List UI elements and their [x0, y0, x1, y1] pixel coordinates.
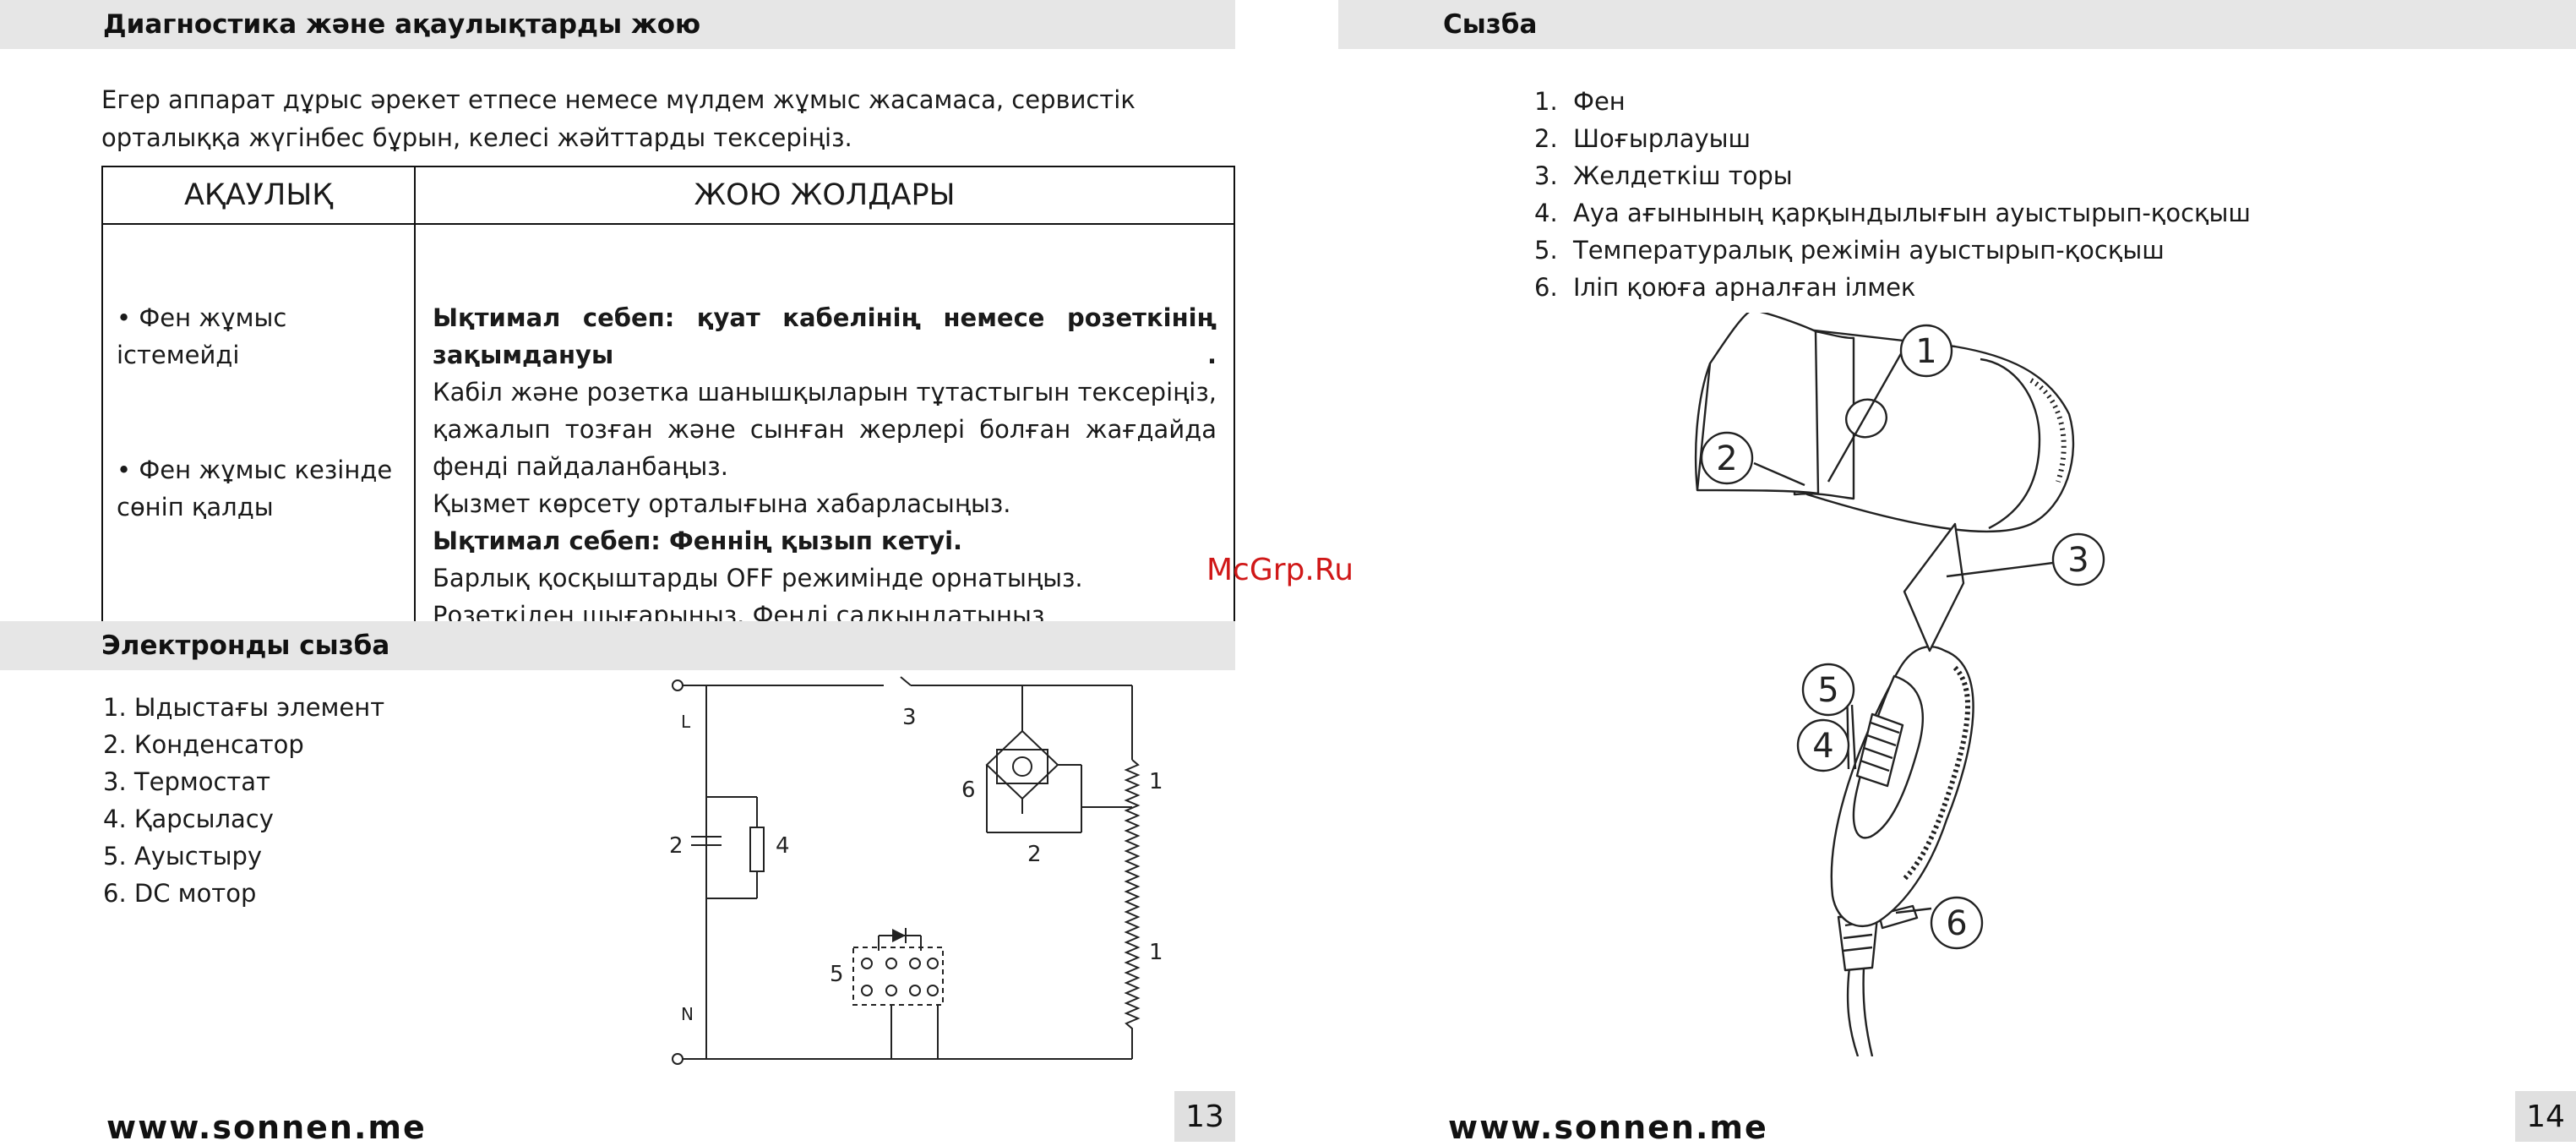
callout-1: 1: [1915, 332, 1936, 371]
list-item: 5.Температуралық режімін ауыстырып-қосқы…: [1534, 236, 2165, 265]
circuit-label-3: 3: [902, 705, 917, 730]
problem-text: • Фен жұмыс істемейді: [117, 303, 287, 369]
page-number: 14: [2515, 1091, 2576, 1142]
intro-text: Егер аппарат дұрыс әрекет етпесе немесе …: [101, 85, 1136, 152]
list-item: 4. Қарсыласу: [103, 805, 274, 833]
list-item: 4.Ауа ағынының қарқындылығын ауыстырып-қ…: [1534, 199, 2251, 227]
circuit-label-l: L: [681, 712, 691, 732]
electronic-parts-list: 1. Ыдыстағы элемент 2. Конденсатор 3. Те…: [103, 689, 384, 912]
circuit-label-2: 2: [669, 833, 683, 859]
circuit-label-2: 2: [1027, 842, 1042, 867]
callout-3: 3: [2067, 541, 2089, 580]
electronic-diagram-heading: Электронды сызба: [0, 621, 1235, 670]
callout-4: 4: [1812, 727, 1833, 766]
fix-text: Қызмет көрсету орталығына хабарласыңыз.: [433, 489, 1011, 518]
list-item: 5. Ауыстыру: [103, 842, 263, 870]
circuit-label-4: 4: [776, 833, 790, 859]
table-row: • Фен жұмыс істемейді • Фен жұмыс кезінд…: [101, 224, 1235, 646]
cause-text: Ықтимал себеп: Феннің қызып кетуі.: [433, 527, 963, 555]
diagram-heading: Сызба: [1338, 0, 2576, 49]
parts-list: 1.Фен 2.Шоғырлауыш 3.Желдеткіш торы 4.Ау…: [1534, 83, 2251, 306]
callouts: 1 2 3 5 4 6: [1700, 324, 2105, 950]
list-item: 6. DC мотор: [103, 879, 257, 908]
footer-url: www.sonnen.me: [1448, 1109, 1768, 1146]
list-item: 3.Желдеткіш торы: [1534, 161, 1793, 190]
column-header-problem: АҚАУЛЫҚ: [101, 166, 416, 225]
list-item: 6.Іліп қоюға арналған ілмек: [1534, 273, 1916, 302]
circuit-diagram: L N 3 6 1 1 2 4 2 5: [669, 676, 1163, 1065]
watermark: McGrp.Ru: [1206, 553, 1354, 587]
circuit-label-5: 5: [830, 962, 844, 987]
column-header-solution: ЖОЮ ЖОЛДАРЫ: [414, 166, 1235, 225]
circuit-label-1: 1: [1149, 769, 1163, 794]
troubleshooting-heading: Диагностика және ақаулықтарды жою: [0, 0, 1235, 49]
solution-cell: Ықтимал себеп: қуат кабелінің немесе роз…: [414, 224, 1235, 646]
fix-text: Кабіл және розетка шанышқыларын тұтастыг…: [433, 378, 1217, 481]
right-page: Сызба 1.Фен 2.Шоғырлауыш 3.Желдеткіш тор…: [1338, 0, 2576, 1146]
problem-text: • Фен жұмыс кезінде сөніп қалды: [117, 456, 393, 521]
list-item: 2. Конденсатор: [103, 730, 304, 759]
table-header-row: АҚАУЛЫҚ ЖОЮ ЖОЛДАРЫ: [101, 166, 1235, 225]
circuit-label-6: 6: [961, 778, 976, 803]
page-number: 13: [1174, 1091, 1235, 1142]
list-item: 2.Шоғырлауыш: [1534, 124, 1751, 153]
circuit-label-1: 1: [1149, 940, 1163, 965]
problem-cell: • Фен жұмыс істемейді • Фен жұмыс кезінд…: [101, 224, 416, 646]
left-page: Диагностика және ақаулықтарды жою Егер а…: [0, 0, 1235, 1146]
cause-text: Ықтимал себеп: қуат кабелінің немесе роз…: [433, 303, 1217, 369]
fix-text: Барлық қосқыштарды OFF режимінде орнатың…: [433, 564, 1083, 630]
troubleshooting-table: АҚАУЛЫҚ ЖОЮ ЖОЛДАРЫ • Фен жұмыс істемейд…: [101, 166, 1235, 646]
circuit-label-n: N: [681, 1004, 694, 1024]
callout-5: 5: [1817, 671, 1838, 710]
callout-2: 2: [1716, 439, 1737, 478]
list-item: 1.Фен: [1534, 87, 1626, 116]
callout-6: 6: [1946, 904, 1967, 943]
footer-url: www.sonnen.me: [106, 1109, 427, 1146]
list-item: 3. Термостат: [103, 767, 270, 796]
list-item: 1. Ыдыстағы элемент: [103, 693, 385, 722]
